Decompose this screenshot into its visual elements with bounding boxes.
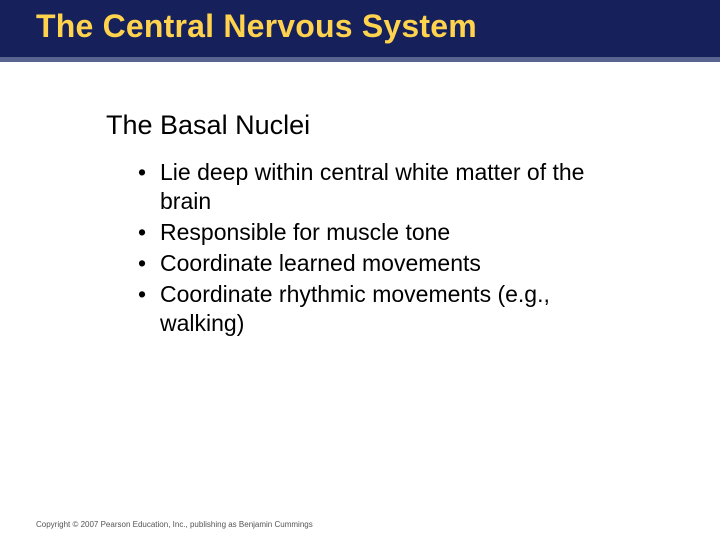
page-title: The Central Nervous System: [36, 8, 477, 44]
section-heading: The Basal Nuclei: [106, 110, 311, 140]
list-item: • Coordinate learned movements: [132, 249, 652, 278]
bullet-icon: •: [138, 159, 147, 185]
list-item: • Coordinate rhythmic movements (e.g., w…: [132, 280, 652, 338]
list-item: • Lie deep within central white matter o…: [132, 158, 652, 216]
bullet-icon: •: [138, 250, 147, 276]
list-item-label: Coordinate learned movements: [160, 250, 481, 276]
bullet-icon: •: [138, 281, 147, 307]
list-item-label: Responsible for muscle tone: [160, 219, 451, 245]
copyright-footer: Copyright © 2007 Pearson Education, Inc.…: [36, 520, 313, 529]
bullet-icon: •: [138, 219, 147, 245]
title-bar: The Central Nervous System: [0, 0, 720, 57]
title-accent-bar: [0, 57, 720, 62]
list-item-label: Lie deep within central white matter of …: [160, 159, 585, 214]
bullet-list: • Lie deep within central white matter o…: [132, 158, 652, 340]
list-item: • Responsible for muscle tone: [132, 218, 652, 247]
list-item-label: Coordinate rhythmic movements (e.g., wal…: [160, 281, 550, 336]
